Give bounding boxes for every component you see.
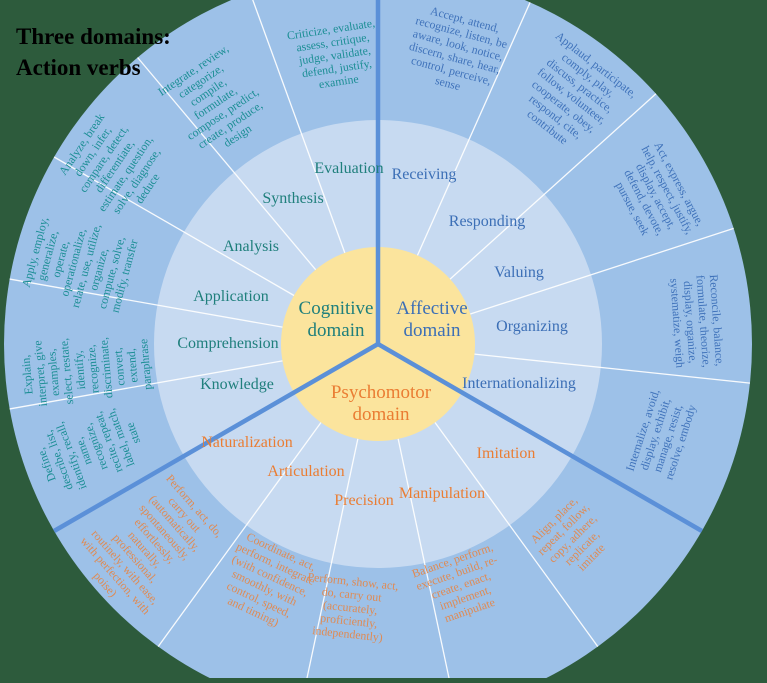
category-label-synthesis: Synthesis <box>262 190 323 207</box>
category-label-responding: Responding <box>449 213 525 230</box>
verb-text: Coordinate, act,perform, integrate(with … <box>212 527 323 635</box>
verb-line: state <box>123 421 144 446</box>
domain-spoke <box>52 342 380 533</box>
verb-text: Criticize, evaluate,assess, critique,jud… <box>286 16 384 95</box>
category-label-analysis: Analysis <box>223 238 279 255</box>
verb-text: Accept, attend,recognize, listen, beawar… <box>400 0 512 102</box>
verb-list-articulation: Coordinate, act,perform, integrate(with … <box>212 527 323 635</box>
sector-divider <box>305 438 359 683</box>
sector-divider <box>434 422 599 647</box>
verb-line: convert, <box>110 347 127 386</box>
verb-line: paraphrase <box>136 338 154 390</box>
verb-line: proficiently, <box>320 611 378 631</box>
category-label-evaluation: Evaluation <box>314 160 383 177</box>
category-label-valuing: Valuing <box>494 264 544 281</box>
domain-label-line: domain <box>353 404 410 425</box>
verb-text: Reconcile, balance,formulate, theorize,d… <box>667 274 727 370</box>
verb-line: do, carry out <box>321 584 383 604</box>
verb-line: Reconcile, balance, <box>707 274 727 367</box>
verb-text: Analyze, breakdown, infer,compare, detec… <box>51 104 178 229</box>
verb-line: discriminate, <box>96 337 115 399</box>
verb-text: Explain,interpret, giveexamples,select, … <box>17 331 155 409</box>
domain-label-line: domain <box>308 320 365 341</box>
verb-line: (accurately, <box>322 598 378 618</box>
verb-line: recognize, <box>84 344 102 394</box>
diagram-title: Action verbs <box>16 55 141 80</box>
sector-divider <box>9 360 283 410</box>
category-label-naturalization: Naturalization <box>201 434 293 451</box>
verb-list-organizing: Reconcile, balance,formulate, theorize,d… <box>667 274 727 370</box>
verb-line: identify, <box>71 350 88 390</box>
verb-list-analysis: Analyze, breakdown, infer,compare, detec… <box>51 104 178 229</box>
sector-divider <box>397 438 451 683</box>
verb-list-comprehension: Explain,interpret, giveexamples,select, … <box>17 331 155 409</box>
domain-spoke <box>376 342 704 533</box>
domain-label-line: Cognitive <box>299 298 374 319</box>
sector-divider <box>470 227 734 315</box>
category-label-internationalizing: Internationalizing <box>462 375 576 392</box>
verb-line: examine <box>318 71 360 91</box>
sector-divider <box>9 278 283 328</box>
sector-divider <box>252 0 346 254</box>
sector-divider <box>416 2 531 256</box>
category-label-precision: Precision <box>334 492 394 509</box>
verb-list-evaluation: Criticize, evaluate,assess, critique,jud… <box>286 16 384 95</box>
category-label-manipulation: Manipulation <box>399 485 485 502</box>
category-label-comprehension: Comprehension <box>177 335 278 352</box>
verb-line: Explain, <box>18 354 35 395</box>
domain-label-line: Affective <box>396 298 467 319</box>
category-label-articulation: Articulation <box>267 463 344 480</box>
domain-label-line: Psychomotor <box>331 382 432 403</box>
domain-label-line: domain <box>404 320 461 341</box>
category-label-organizing: Organizing <box>496 318 568 335</box>
category-label-imitation: Imitation <box>477 445 536 462</box>
sector-divider <box>449 93 657 280</box>
verb-line: select, restate, <box>57 337 77 405</box>
sector-divider <box>157 422 322 647</box>
verb-line: examples, <box>44 348 62 397</box>
verb-line: sense <box>434 73 462 93</box>
verb-line: extend, <box>124 348 141 384</box>
sector-divider <box>137 57 317 271</box>
verb-line: display, organize, <box>681 280 701 363</box>
diagram-title: Three domains: <box>16 24 171 49</box>
verb-list-receiving: Accept, attend,recognize, listen, beawar… <box>400 0 512 102</box>
category-label-knowledge: Knowledge <box>200 376 274 393</box>
verb-line: systematize, weigh <box>667 278 687 369</box>
verb-line: formulate, theorize, <box>694 275 714 368</box>
sector-divider <box>53 156 295 297</box>
verb-line: interpret, give <box>30 340 50 407</box>
category-label-receiving: Receiving <box>392 166 457 183</box>
sector-divider <box>474 353 751 384</box>
category-label-application: Application <box>193 288 269 305</box>
